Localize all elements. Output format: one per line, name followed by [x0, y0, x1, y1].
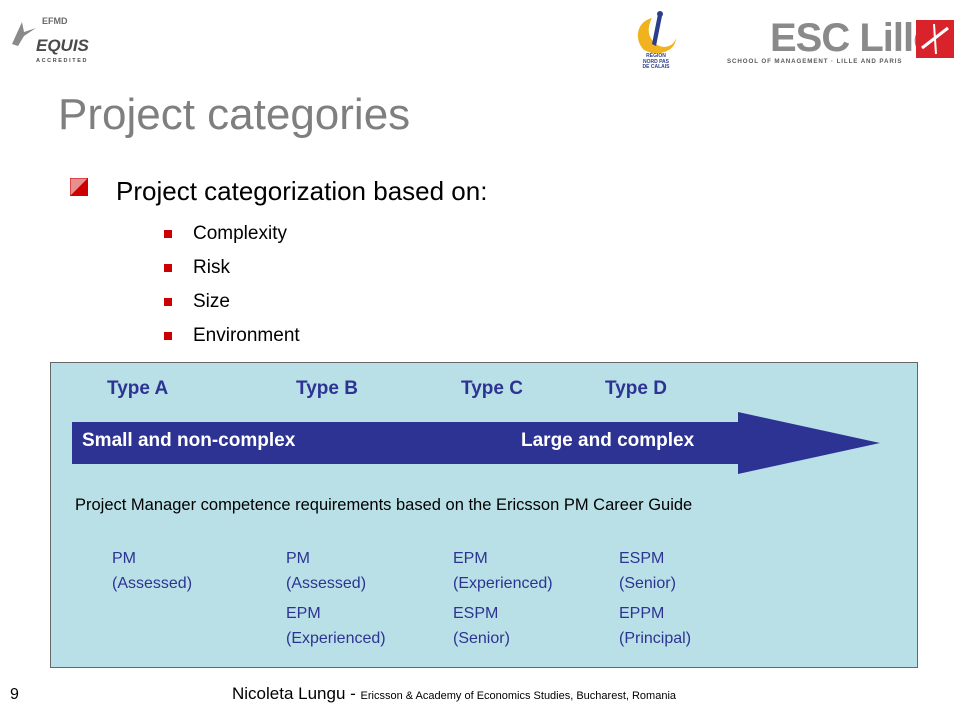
- esc-red-square-icon: [916, 20, 954, 58]
- role-level: (Senior): [619, 575, 676, 592]
- equis-logo: EFMD EQUIS ACCREDITED: [8, 14, 89, 74]
- arrow-left-label: Small and non-complex: [82, 430, 296, 451]
- sub-bullet-icon: [164, 332, 172, 340]
- role-title: ESPM: [619, 550, 665, 567]
- role-col-b-row1: PM (Assessed): [286, 546, 366, 596]
- equis-word: EQUIS: [36, 36, 89, 55]
- role-title: PM: [286, 550, 310, 567]
- sub-bullet-complexity: Complexity: [193, 223, 287, 244]
- sub-bullet-icon: [164, 230, 172, 238]
- esc-lille-word: ESC Lille: [770, 16, 935, 60]
- region-logo: RÉGION NORD PAS DE CALAIS: [630, 10, 682, 76]
- category-panel: [50, 362, 918, 668]
- footer-affiliation: Ericsson & Academy of Economics Studies,…: [360, 690, 677, 702]
- esc-lille-logo: ESC Lille SCHOOL OF MANAGEMENT · LILLE A…: [722, 16, 960, 72]
- complexity-arrow: [72, 412, 880, 474]
- role-title: EPM: [286, 605, 321, 622]
- role-level: (Senior): [453, 630, 510, 647]
- arrow-right-label: Large and complex: [521, 430, 695, 451]
- region-text: RÉGION NORD PAS DE CALAIS: [642, 53, 670, 70]
- role-col-b-row2: EPM (Experienced): [286, 601, 386, 651]
- bullet-text: Project categorization based on:: [116, 176, 488, 206]
- esc-subtitle: SCHOOL OF MANAGEMENT · LILLE AND PARIS: [727, 58, 903, 65]
- role-col-a: PM (Assessed): [112, 546, 192, 596]
- sub-bullet-risk: Risk: [193, 257, 230, 278]
- region-emblem-icon: [637, 11, 676, 54]
- equis-star-icon: [12, 22, 36, 46]
- footer-credit: Nicoleta Lungu - Ericsson & Academy of E…: [232, 684, 676, 704]
- role-col-d-row2: EPPM (Principal): [619, 601, 691, 651]
- type-d-label: Type D: [605, 378, 667, 399]
- role-title: EPPM: [619, 605, 665, 622]
- competence-caption: Project Manager competence requirements …: [75, 496, 693, 514]
- sub-bullet-icon: [164, 264, 172, 272]
- type-a-label: Type A: [107, 378, 169, 399]
- page-title: Project categories: [58, 90, 411, 139]
- sub-bullet-icon: [164, 298, 172, 306]
- footer-author: Nicoleta Lungu -: [232, 684, 361, 703]
- role-title: ESPM: [453, 605, 499, 622]
- role-level: (Assessed): [112, 575, 193, 592]
- role-level: (Principal): [619, 630, 692, 647]
- role-col-c-row2: ESPM (Senior): [453, 601, 510, 651]
- type-b-label: Type B: [296, 378, 358, 399]
- sub-bullet-size: Size: [193, 291, 230, 312]
- equis-efmd-text: EFMD: [42, 16, 68, 26]
- type-c-label: Type C: [461, 378, 523, 399]
- equis-accredited: ACCREDITED: [36, 58, 89, 64]
- page-number: 9: [10, 686, 19, 703]
- role-col-c-row1: EPM (Experienced): [453, 546, 553, 596]
- role-title: PM: [112, 550, 136, 567]
- role-level: (Experienced): [453, 575, 553, 592]
- square-bullet-icon: [70, 178, 88, 196]
- role-level: (Experienced): [286, 630, 386, 647]
- role-col-d-row1: ESPM (Senior): [619, 546, 676, 596]
- role-title: EPM: [453, 550, 488, 567]
- role-level: (Assessed): [286, 575, 367, 592]
- sub-bullet-environment: Environment: [193, 325, 300, 346]
